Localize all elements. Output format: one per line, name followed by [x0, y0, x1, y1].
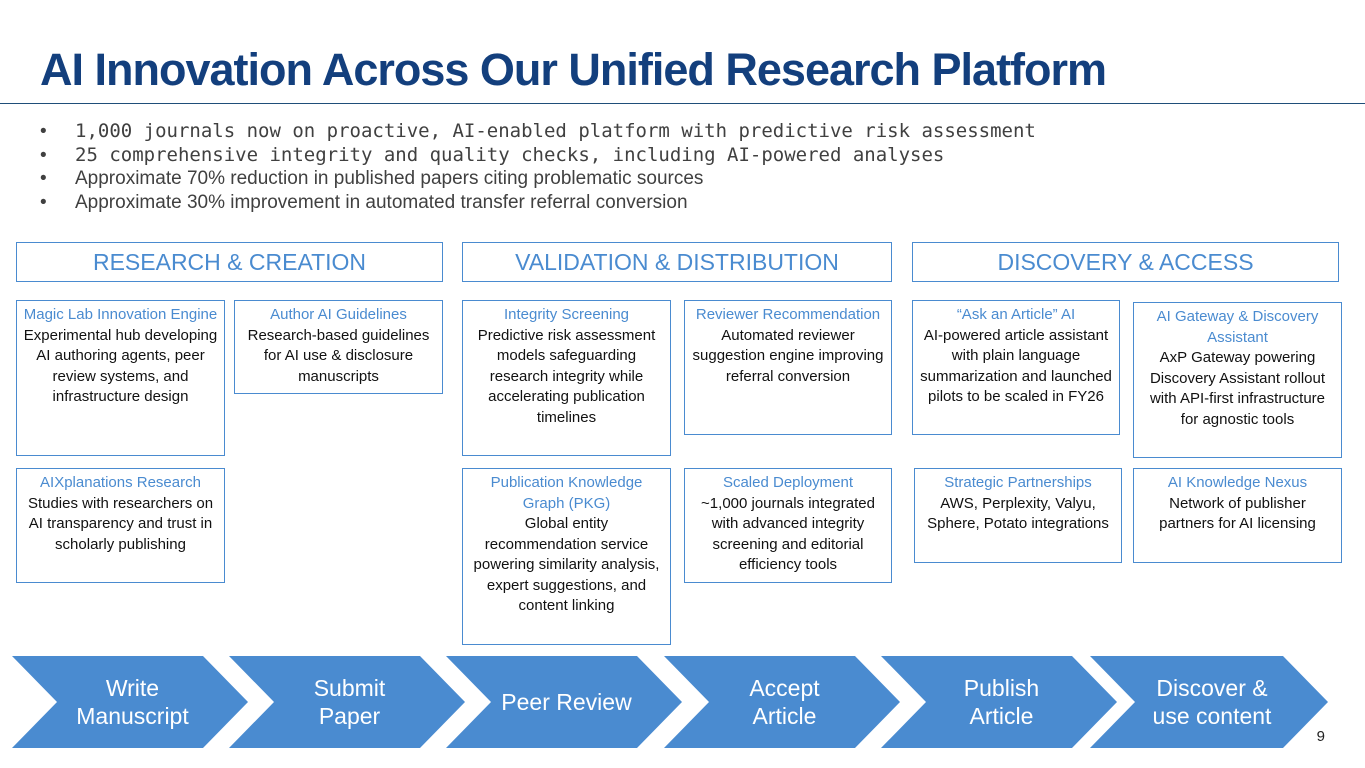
- card-body: Network of publisher partners for AI lic…: [1159, 494, 1316, 533]
- slide-title: AI Innovation Across Our Unified Researc…: [40, 44, 1107, 95]
- bullet-item: •25 comprehensive integrity and quality …: [40, 143, 945, 166]
- card-body: Global entity recommendation service pow…: [473, 515, 660, 614]
- bullet-dot: •: [40, 144, 47, 166]
- card-ai-gateway: AI Gateway & Discovery Assistant AxP Gat…: [1133, 302, 1342, 458]
- bullet-dot: •: [40, 168, 47, 189]
- chevron-peer-review: [446, 656, 682, 748]
- step-label-discover-use-content: Discover & use content: [1152, 675, 1272, 729]
- bullet-item: •1,000 journals now on proactive, AI-ena…: [40, 120, 1036, 142]
- card-aixplanations: AIXplanations Research Studies with rese…: [16, 468, 225, 583]
- card-body: ~1,000 journals integrated with advanced…: [701, 494, 875, 574]
- card-body: Experimental hub developing AI authoring…: [23, 326, 218, 406]
- page-number: 9: [1316, 728, 1325, 745]
- card-heading: Publication Knowledge Graph (PKG): [490, 474, 643, 512]
- card-heading: Reviewer Recommendation: [695, 306, 881, 323]
- card-body: AWS, Perplexity, Valyu, Sphere, Potato i…: [927, 494, 1109, 533]
- card-body: AI-powered article assistant with plain …: [920, 326, 1112, 406]
- card-publication-knowledge-graph: Publication Knowledge Graph (PKG) Global…: [462, 468, 671, 645]
- card-scaled-deployment: Scaled Deployment ~1,000 journals integr…: [684, 468, 892, 583]
- card-body: Research-based guidelines for AI use & d…: [247, 326, 430, 385]
- card-heading: AI Knowledge Nexus: [1167, 474, 1308, 491]
- card-integrity-screening: Integrity Screening Predictive risk asse…: [462, 300, 671, 456]
- card-body: Automated reviewer suggestion engine imp…: [692, 326, 884, 385]
- card-ask-an-article: “Ask an Article” AI AI-powered article a…: [912, 300, 1120, 435]
- step-label-accept-article: Accept Article: [749, 675, 820, 729]
- card-ai-knowledge-nexus: AI Knowledge Nexus Network of publisher …: [1133, 468, 1342, 563]
- section-discovery-access: DISCOVERY & ACCESS: [912, 242, 1339, 282]
- chevron-submit-paper: [229, 656, 465, 748]
- card-heading: Integrity Screening: [503, 306, 630, 323]
- card-body: Predictive risk assessment models safegu…: [477, 326, 656, 426]
- card-heading: Scaled Deployment: [722, 474, 854, 491]
- bullet-item: •Approximate 30% improvement in automate…: [40, 191, 688, 213]
- card-reviewer-recommendation: Reviewer Recommendation Automated review…: [684, 300, 892, 435]
- step-label-write-manuscript: Write Manuscript: [76, 675, 189, 729]
- chevron-publish-article: [881, 656, 1117, 748]
- step-label-submit-paper: Submit Paper: [313, 675, 386, 729]
- chevron-write-manuscript: [12, 656, 248, 748]
- card-heading: AIXplanations Research: [40, 474, 201, 491]
- bullet-dot: •: [40, 191, 47, 213]
- card-author-ai-guidelines: Author AI Guidelines Research-based guid…: [234, 300, 443, 394]
- section-research-creation: RESEARCH & CREATION: [16, 242, 443, 282]
- card-body: Studies with researchers on AI transpare…: [27, 494, 214, 553]
- chevron-accept-article: [664, 656, 900, 748]
- bullet-item: •Approximate 70% reduction in published …: [40, 168, 704, 189]
- card-strategic-partnerships: Strategic Partnerships AWS, Perplexity, …: [914, 468, 1122, 563]
- step-label-peer-review: Peer Review: [501, 689, 632, 715]
- card-body: AxP Gateway powering Discovery Assistant…: [1149, 349, 1326, 428]
- card-magic-lab: Magic Lab Innovation Engine Experimental…: [16, 300, 225, 456]
- section-validation-distribution: VALIDATION & DISTRIBUTION: [462, 242, 892, 282]
- process-flow: [12, 656, 1328, 748]
- card-heading: Author AI Guidelines: [270, 306, 407, 323]
- card-heading: “Ask an Article” AI: [956, 306, 1076, 323]
- chevron-discover-use-content: [1090, 656, 1328, 748]
- bullet-list: •1,000 journals now on proactive, AI-ena…: [40, 120, 1036, 214]
- card-heading: AI Gateway & Discovery Assistant: [1156, 308, 1319, 346]
- step-label-publish-article: Publish Article: [963, 675, 1040, 729]
- bullet-dot: •: [40, 121, 47, 142]
- card-heading: Strategic Partnerships: [944, 474, 1092, 491]
- card-heading: Magic Lab Innovation Engine: [23, 306, 218, 323]
- title-divider: [0, 103, 1365, 104]
